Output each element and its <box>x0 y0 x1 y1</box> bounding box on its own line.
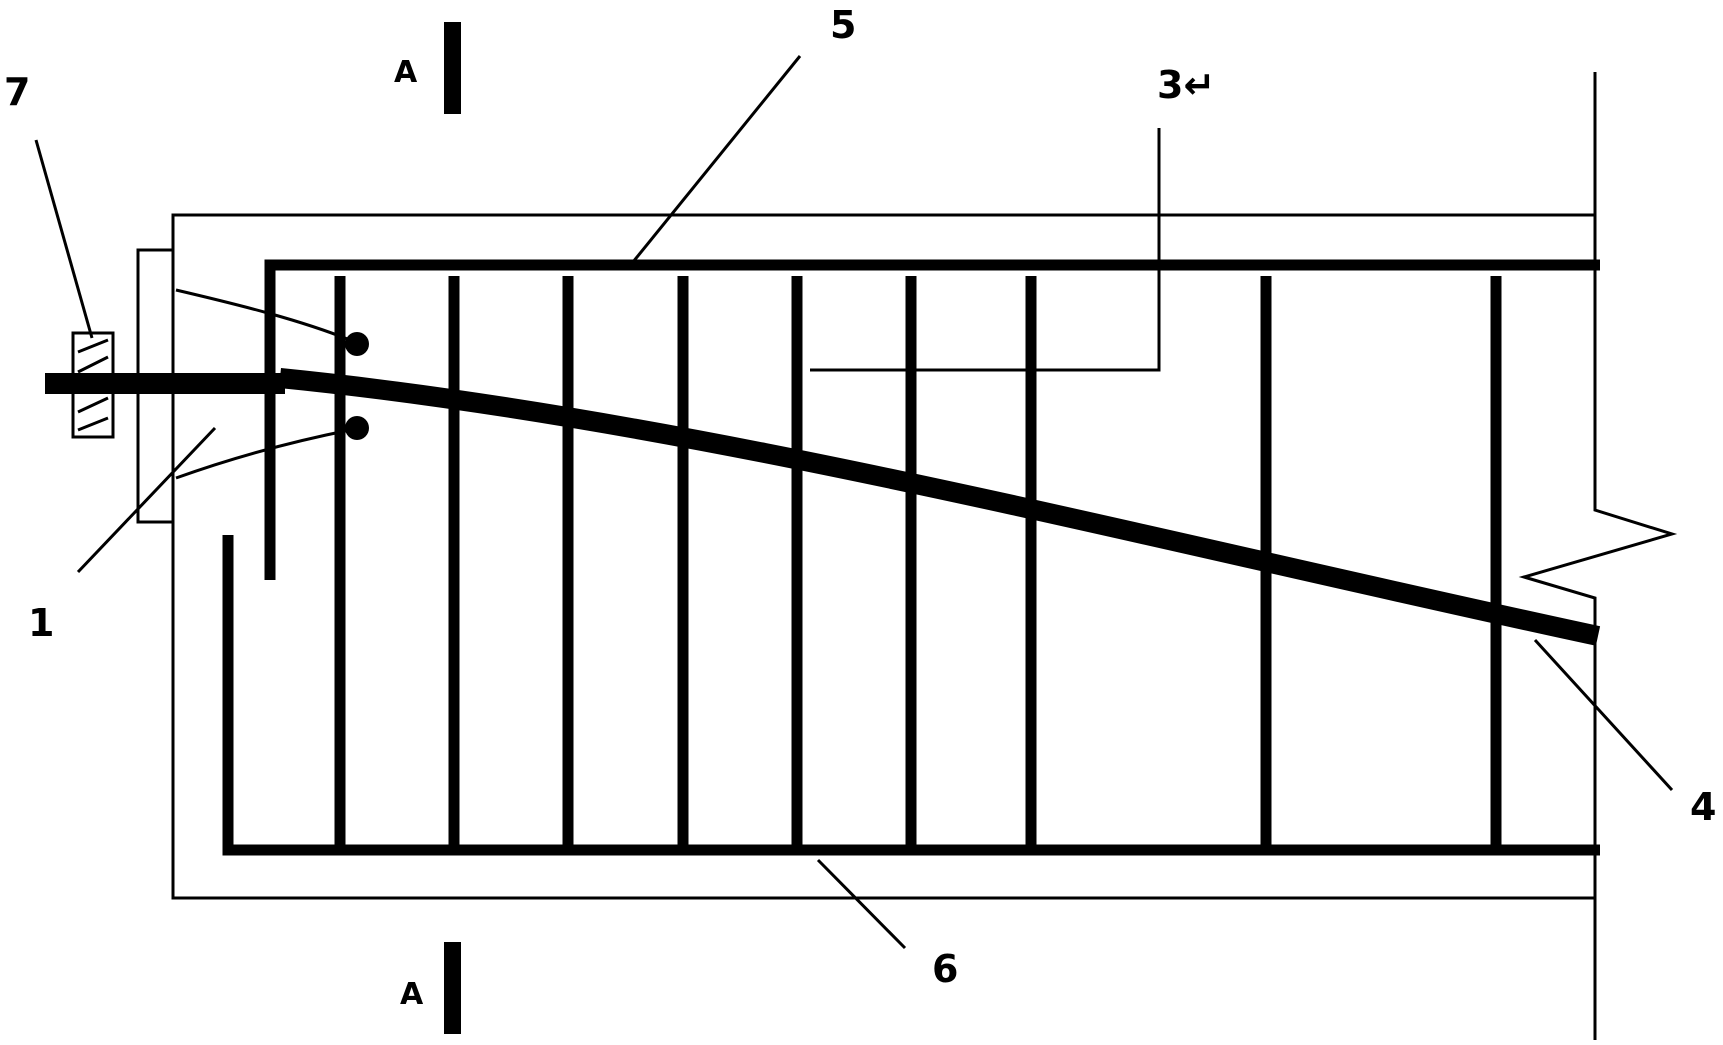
stirrups <box>340 276 1496 846</box>
leader-1 <box>78 428 215 572</box>
tendon-flare-bottom <box>176 430 350 478</box>
section-bar-bottom <box>444 942 461 1034</box>
beam-outline <box>173 215 1595 898</box>
label-7: 7 <box>4 70 30 114</box>
section-label-bottom: A <box>400 977 424 1012</box>
tendon <box>45 290 1598 636</box>
part-labels: 7 1 5 3↵ 6 4 <box>4 3 1716 991</box>
dot-upper <box>345 332 369 356</box>
label-5: 5 <box>830 3 856 47</box>
leader-6 <box>818 860 905 948</box>
tendon-end-bar <box>45 373 285 394</box>
section-label-top: A <box>394 55 418 90</box>
label-4: 4 <box>1690 785 1716 829</box>
label-3: 3↵ <box>1157 63 1215 107</box>
tendon-flare-top <box>176 290 350 340</box>
section-bar-top <box>444 22 461 114</box>
label-1: 1 <box>28 601 54 645</box>
tendon-strand <box>280 378 1598 636</box>
leader-4 <box>1535 640 1672 790</box>
concrete-outline <box>138 72 1672 1040</box>
leader-7 <box>36 140 92 338</box>
top-rebar <box>270 265 1600 580</box>
inner-stirrup-leader <box>810 128 1159 370</box>
break-line <box>1524 72 1672 1040</box>
leader-lines <box>36 56 1672 948</box>
dot-lower <box>345 416 369 440</box>
leader-5 <box>633 56 800 262</box>
label-6: 6 <box>932 947 958 991</box>
reinforcement-cage <box>228 128 1600 850</box>
